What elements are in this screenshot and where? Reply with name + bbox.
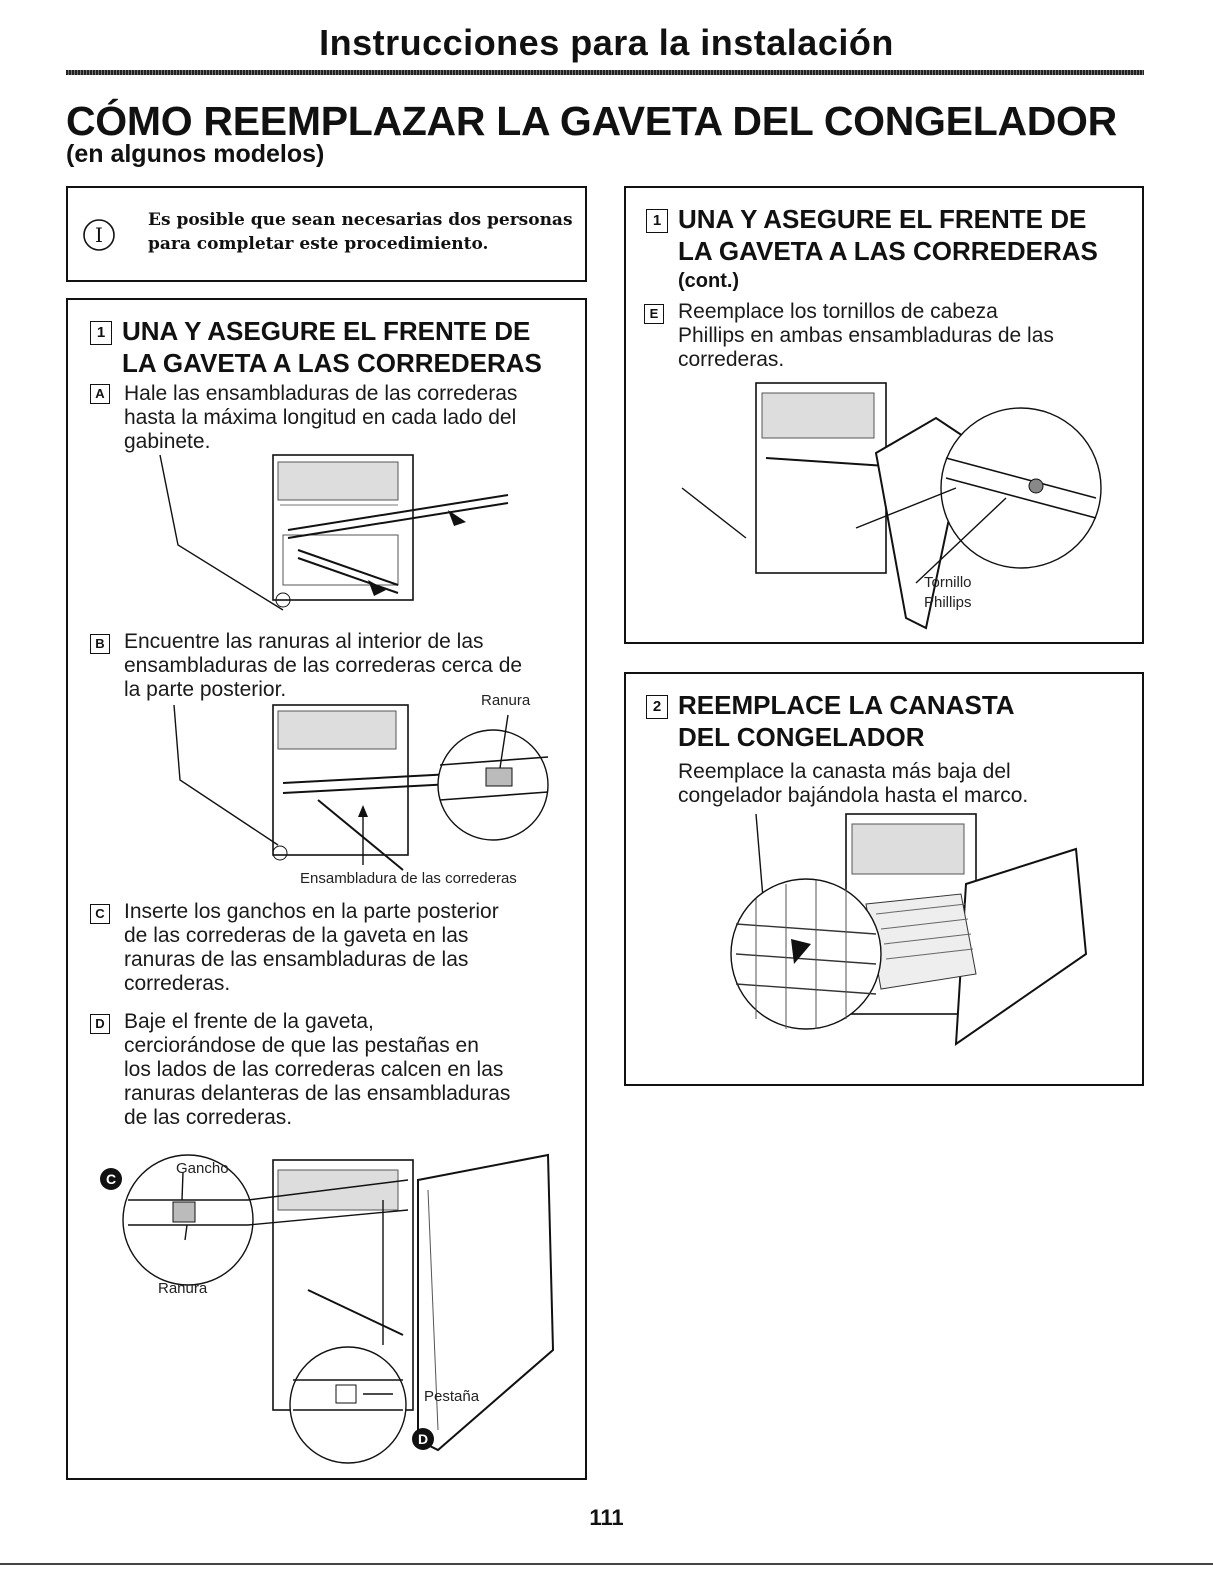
marker-d: D [412,1428,434,1450]
text-line: correderas. [124,972,231,995]
step2-box: 2 REEMPLACE LA CANASTA DEL CONGELADOR Ree… [624,672,1144,1086]
step-number-badge: 1 [90,321,112,345]
text-line: Phillips en ambas ensambladuras de las [678,324,1054,347]
text-line: ranuras de las ensambladuras de las [124,948,469,971]
illustration-phillips-screw [681,382,1102,630]
note-text-line2: para completar este procedimiento. [148,234,489,254]
callout-tornillo-line1: Tornillo [924,574,972,591]
callout-ranura-b: Ranura [481,692,531,709]
step1-d-text: Baje el frente de la gaveta, cerciorándo… [124,1010,510,1130]
illustration-slot-location [173,704,549,871]
letter-badge-e: E [644,304,664,324]
step1-cont-box: 1 UNA Y ASEGURE EL FRENTE DE LA GAVETA A … [624,186,1144,644]
text-line: Hale las ensambladuras de las correderas [124,382,518,405]
note-box: I Es posible que sean necesarias dos per… [66,186,587,282]
step1-cont-title: 1 UNA Y ASEGURE EL FRENTE DE [646,204,1086,235]
text-line: de las correderas. [124,1106,293,1129]
page-subtitle: (en algunos modelos) [66,140,325,168]
step1-title-line2: LA GAVETA A LAS CORREDERAS [122,348,542,378]
page-number: 111 [589,1505,624,1530]
text-line: Reemplace la canasta más baja del [678,760,1011,783]
section-header: Instrucciones para la instalación [319,22,894,63]
step1-cont-title-line1: UNA Y ASEGURE EL FRENTE DE [678,204,1087,234]
marker-c: C [100,1168,122,1190]
text-line: Reemplace los tornillos de cabeza [678,300,998,323]
page-title: CÓMO REEMPLAZAR LA GAVETA DEL CONGELADOR [66,98,1117,144]
header-rule [66,70,1144,75]
text-line: Baje el frente de la gaveta, [124,1010,374,1033]
callout-gancho: Gancho [176,1160,229,1177]
text-line: de las correderas de la gaveta en las [124,924,469,947]
callout-pestana: Pestaña [424,1388,480,1405]
step1-e-text: Reemplace los tornillos de cabeza Philli… [678,300,1054,372]
text-line: los lados de las correderas calcen en la… [124,1058,504,1081]
step-number-badge: 1 [646,209,668,233]
letter-badge-c: C [90,904,110,924]
note-text-line1: Es posible que sean necesarias dos perso… [148,210,573,230]
step1-b-text: Encuentre las ranuras al interior de las… [124,630,522,702]
letter-badge-d: D [90,1014,110,1034]
text-line: la parte posterior. [124,678,287,701]
text-line: ensambladuras de las correderas cerca de [124,654,523,677]
illustration-pull-slides [159,454,509,611]
illustration-freezer-basket [730,813,1088,1046]
step1-title-line1: UNA Y ASEGURE EL FRENTE DE [122,316,531,346]
letter-badge-a: A [90,384,110,404]
text-line: gabinete. [124,430,211,453]
text-line: congelador bajándola hasta el marco. [678,784,1029,807]
text-line: ranuras delanteras de las ensambladuras [124,1082,511,1105]
text-line: cerciorándose de que las pestañas en [124,1034,479,1057]
step1-box: 1 UNA Y ASEGURE EL FRENTE DE LA GAVETA A … [66,298,587,1480]
illustration-lower-drawer-front [122,1153,555,1464]
text-line: Inserte los ganchos en la parte posterio… [124,900,499,923]
callout-ensambladura: Ensambladura de las correderas [300,870,517,887]
callout-tornillo-line2: Phillips [924,594,972,611]
letter-badge-b: B [90,634,110,654]
step-number-badge: 2 [646,695,668,719]
step2-text: Reemplace la canasta más baja del congel… [678,760,1028,808]
step2-title-line2: DEL CONGELADOR [678,722,925,752]
step1-c-text: Inserte los ganchos en la parte posterio… [124,900,499,996]
step1-a-text: Hale las ensambladuras de las correderas… [124,382,517,454]
step1-cont-title-line2: LA GAVETA A LAS CORREDERAS [678,236,1098,266]
step2-title: 2 REEMPLACE LA CANASTA [646,690,1015,721]
step1-title: 1 UNA Y ASEGURE EL FRENTE DE [90,316,530,347]
info-circle-icon: I [83,219,115,251]
callout-ranura-d: Ranura [158,1280,208,1297]
step2-title-line1: REEMPLACE LA CANASTA [678,690,1015,720]
cont-label: (cont.) [678,270,740,292]
bottom-rule [0,1563,1213,1565]
text-line: hasta la máxima longitud en cada lado de… [124,406,517,429]
svg-text:I: I [95,223,103,247]
text-line: correderas. [678,348,785,371]
text-line: Encuentre las ranuras al interior de las [124,630,484,653]
